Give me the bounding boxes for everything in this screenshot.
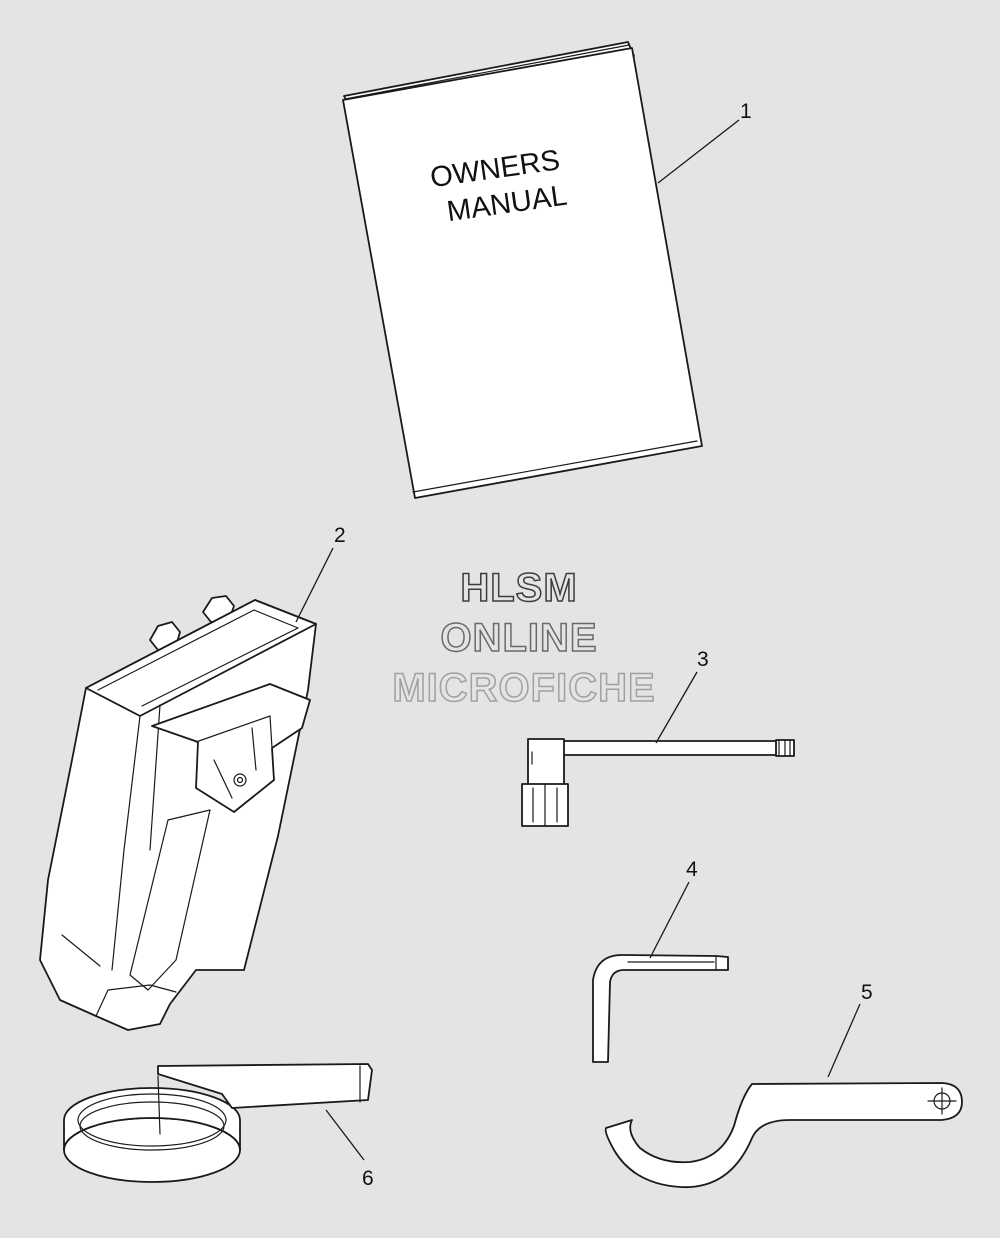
owners-manual: OWNERS MANUAL bbox=[342, 41, 703, 499]
callout-6: 6 bbox=[362, 1167, 374, 1190]
callout-numbers: 1 2 3 4 5 6 bbox=[334, 100, 873, 1190]
socket-wrench bbox=[521, 738, 795, 827]
callout-5: 5 bbox=[861, 981, 873, 1004]
hex-key bbox=[592, 954, 729, 1063]
spanner-wrench bbox=[604, 1082, 963, 1188]
watermark-line1: HLSM bbox=[460, 566, 577, 610]
callout-1: 1 bbox=[740, 100, 752, 123]
watermark-line2: ONLINE bbox=[440, 616, 597, 660]
strap-band bbox=[63, 1063, 373, 1183]
watermark: HLSM ONLINE MICROFICHE bbox=[392, 565, 656, 711]
callout-4: 4 bbox=[686, 858, 698, 881]
callout-3: 3 bbox=[697, 648, 709, 671]
leader-lines bbox=[295, 119, 861, 1161]
callout-2: 2 bbox=[334, 524, 346, 547]
watermark-line3: MICROFICHE bbox=[392, 666, 655, 710]
holster-pouch bbox=[39, 595, 317, 1031]
